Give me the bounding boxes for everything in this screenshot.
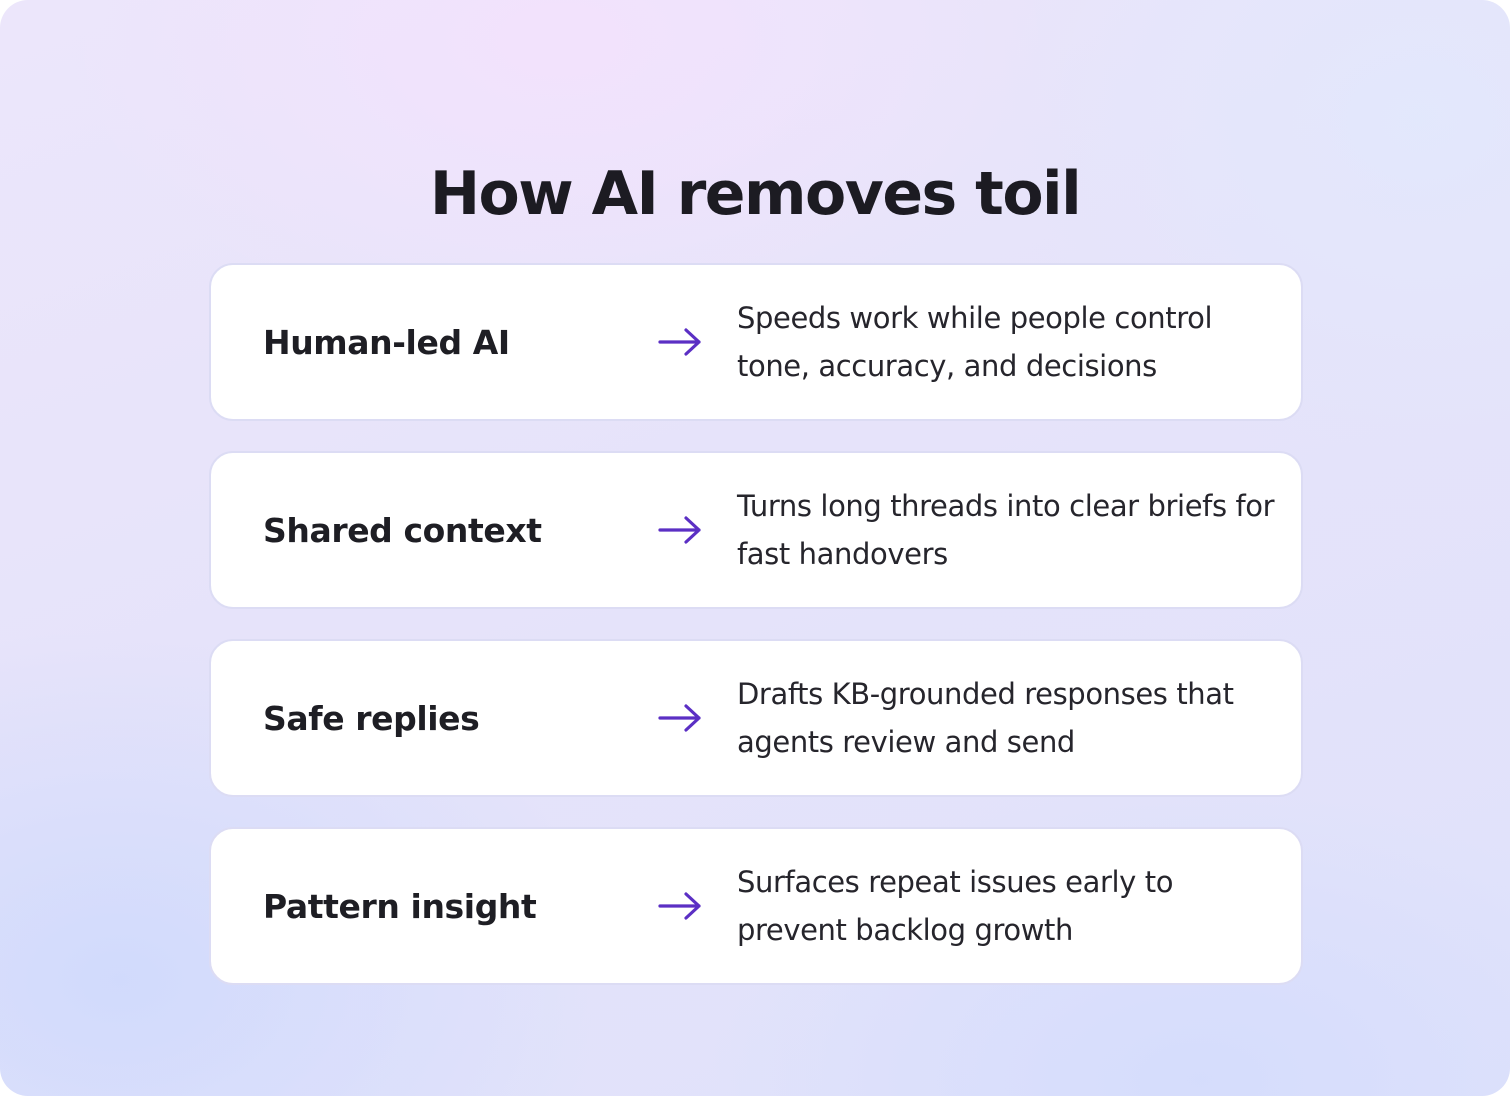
benefit-description: Speeds work while people control tone, a… bbox=[737, 301, 1213, 383]
benefit-description: Turns long threads into clear briefs for… bbox=[737, 489, 1275, 571]
benefit-label: Safe replies bbox=[263, 698, 480, 738]
arrow-right-icon bbox=[657, 889, 703, 923]
benefit-card-pattern-insight: Pattern insight Surfaces repeat issues e… bbox=[209, 827, 1303, 985]
arrow-right-icon bbox=[657, 513, 703, 547]
benefit-list: Human-led AI Speeds work while people co… bbox=[209, 263, 1303, 1015]
arrow-right-icon bbox=[657, 701, 703, 735]
arrow-right-icon bbox=[657, 325, 703, 359]
benefit-card-shared-context: Shared context Turns long threads into c… bbox=[209, 451, 1303, 609]
benefit-description: Surfaces repeat issues early to prevent … bbox=[737, 865, 1174, 947]
benefit-label: Pattern insight bbox=[263, 886, 537, 926]
benefit-card-human-led-ai: Human-led AI Speeds work while people co… bbox=[209, 263, 1303, 421]
page-title: How AI removes toil bbox=[429, 159, 1082, 230]
benefit-card-safe-replies: Safe replies Drafts KB-grounded response… bbox=[209, 639, 1303, 797]
benefit-label: Shared context bbox=[263, 510, 542, 550]
benefit-label: Human-led AI bbox=[263, 322, 510, 362]
benefit-description: Drafts KB-grounded responses that agents… bbox=[737, 677, 1234, 759]
